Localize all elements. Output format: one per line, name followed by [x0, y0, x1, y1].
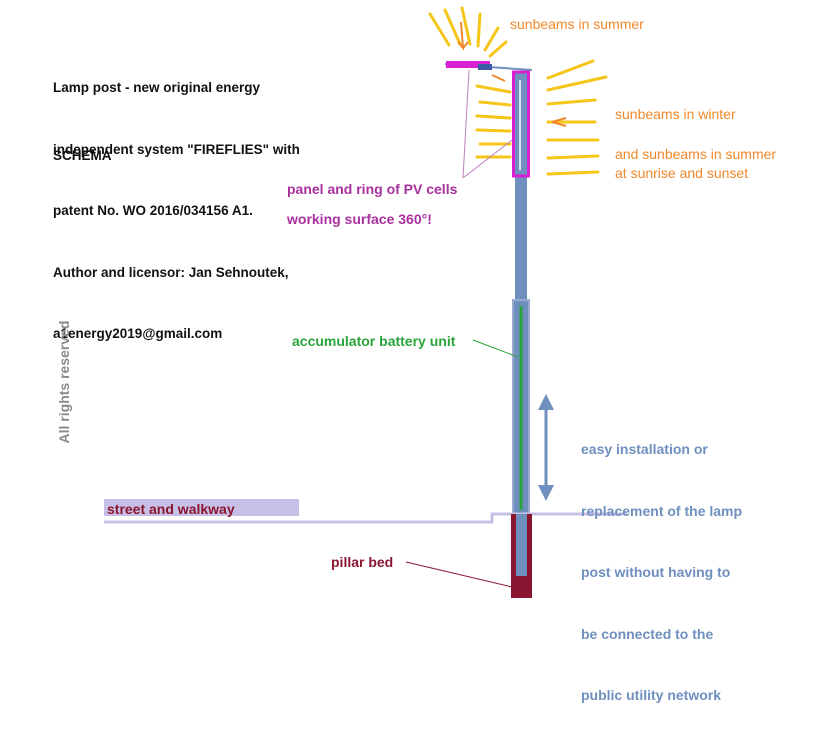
left-sunbeams [475, 84, 512, 159]
installation-line: public utility network [581, 687, 722, 703]
label-sunbeams-winter: sunbeams in winter [615, 106, 736, 122]
title-line: Lamp post - new original energy [53, 80, 261, 95]
rights-reserved: All rights reserved [56, 320, 72, 444]
lamp-head [478, 64, 492, 70]
title-line: Author and licensor: Jan Sehnoutek, [53, 264, 289, 280]
schema-label: SCHEMA [53, 148, 112, 163]
label-pillar: pillar bed [331, 554, 394, 570]
diagram-canvas: Lamp post - new original energy independ… [53, 6, 777, 703]
installation-line: easy installation or [581, 441, 708, 457]
title-line: a1energy2019@gmail.com [53, 326, 223, 341]
street-line [104, 512, 627, 524]
label-sunrise-1: and sunbeams in summer [615, 146, 777, 162]
installation-line: be connected to the [581, 625, 714, 642]
pv-ring [512, 70, 530, 178]
panel-leader-1 [462, 69, 470, 179]
label-street: street and walkway [107, 501, 235, 517]
title-line: independent system "FIREFLIES" with [53, 141, 300, 157]
label-battery: accumulator battery unit [292, 333, 456, 349]
pillar-leader [405, 561, 513, 588]
installation-text: easy installation or replacement of the … [581, 398, 742, 747]
double-arrow-icon [538, 394, 554, 501]
small-beam [491, 74, 506, 82]
pole-top [515, 73, 527, 175]
pole-in-ground [516, 514, 527, 576]
street-block [104, 499, 299, 516]
winter-sunbeams [546, 59, 608, 176]
summer-sunbeams [428, 6, 508, 58]
top-pv-panel [446, 61, 490, 68]
panel-leader-2 [462, 139, 513, 179]
installation-line: post without having to [581, 564, 731, 580]
installation-line: replacement of the lamp [581, 502, 743, 519]
label-panel-2: working surface 360°! [287, 211, 432, 227]
label-sunrise-2: at sunrise and sunset [615, 165, 749, 181]
title-line: patent No. WO 2016/034156 A1. [53, 203, 253, 218]
schema-drawing [104, 6, 627, 598]
battery-leader [472, 339, 519, 358]
label-panel-1: panel and ring of PV cells [287, 181, 458, 197]
pole-upper [515, 175, 527, 300]
winter-arrow-icon [551, 117, 567, 127]
label-sunbeams-summer: sunbeams in summer [510, 16, 644, 32]
title-block: Lamp post - new original energy independ… [53, 37, 300, 386]
summer-arrow-icon [457, 21, 469, 52]
